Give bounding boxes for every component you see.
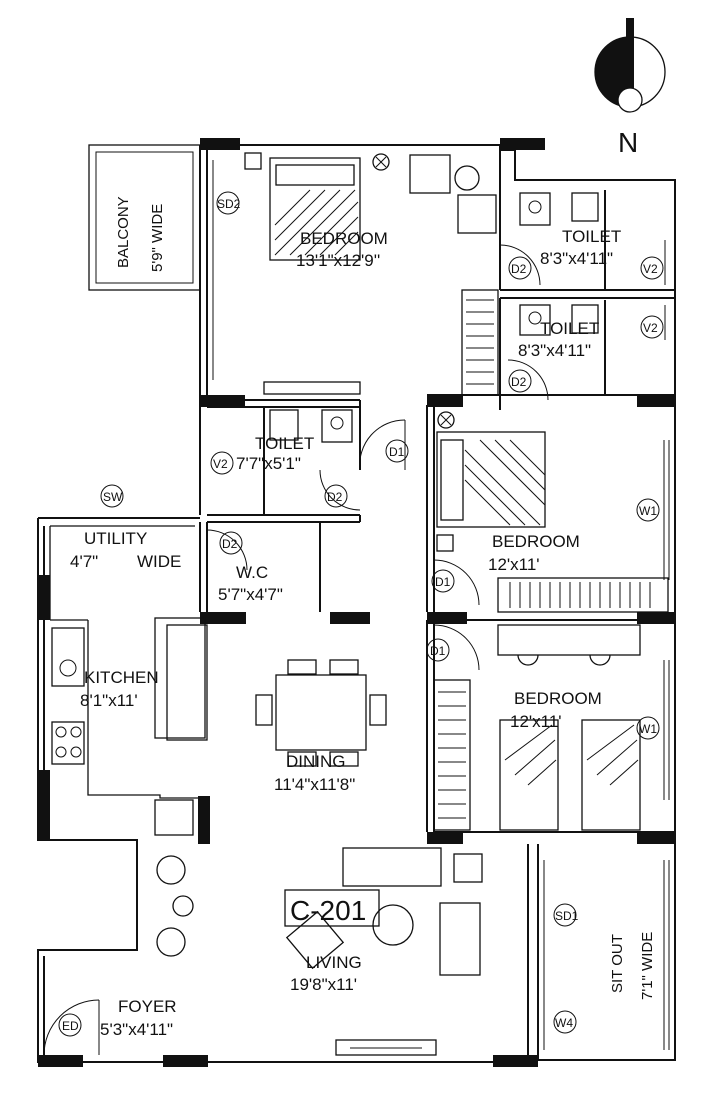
wc-label: W.C bbox=[236, 563, 268, 582]
tag-d1-c: D1 bbox=[430, 644, 446, 658]
doors bbox=[43, 244, 549, 1056]
outer-walls bbox=[37, 138, 676, 1067]
bedroom2-label: BEDROOM bbox=[492, 532, 580, 551]
bedroom3-label: BEDROOM bbox=[514, 689, 602, 708]
living-size: 19'8"x11' bbox=[290, 975, 357, 994]
balcony-label: BALCONY bbox=[115, 196, 132, 268]
balcony-size: 5'9" WIDE bbox=[149, 204, 166, 272]
tag-d1-a: D1 bbox=[389, 445, 405, 459]
toilet2-label: TOILET bbox=[540, 319, 599, 338]
toilet1-size: 8'3"x4'11" bbox=[540, 249, 613, 268]
utility-label: UTILITY bbox=[84, 529, 147, 548]
living-label: LIVING bbox=[306, 953, 362, 972]
tag-sw: SW bbox=[103, 490, 123, 504]
foyer-label: FOYER bbox=[118, 997, 177, 1016]
toilet2-size: 8'3"x4'11" bbox=[518, 341, 591, 360]
tag-d2-b: D2 bbox=[511, 375, 527, 389]
kitchen-label: KITCHEN bbox=[84, 668, 159, 687]
tag-d2-a: D2 bbox=[511, 262, 527, 276]
bedroom2-size: 12'x11' bbox=[488, 555, 540, 574]
tag-d2-c: D2 bbox=[327, 490, 343, 504]
tag-w4: W4 bbox=[555, 1016, 573, 1030]
tag-sd1: SD1 bbox=[555, 909, 579, 923]
tag-ed: ED bbox=[62, 1019, 79, 1033]
room-labels: BALCONY 5'9" WIDE BEDROOM 13'1"x12'9'' T… bbox=[70, 196, 656, 1039]
toilet3-size: 7'7"x5'1" bbox=[236, 454, 301, 473]
bedroom3-size: 12'x11' bbox=[510, 712, 562, 731]
tag-v2-a: V2 bbox=[643, 262, 658, 276]
tag-w1-b: W1 bbox=[639, 722, 657, 736]
toilet3-label: TOILET bbox=[255, 434, 314, 453]
bedroom1-label: BEDROOM bbox=[300, 229, 388, 248]
north-label: N bbox=[618, 127, 638, 158]
furniture bbox=[51, 152, 669, 976]
sitout-label: SIT OUT bbox=[609, 934, 626, 993]
tag-d2-d: D2 bbox=[222, 537, 238, 551]
windows bbox=[206, 160, 670, 1056]
tag-v2-c: V2 bbox=[213, 457, 228, 471]
tag-v2-b: V2 bbox=[643, 321, 658, 335]
bedroom1-size: 13'1"x12'9'' bbox=[296, 251, 380, 270]
utility-extra: WIDE bbox=[137, 552, 181, 571]
dining-size: 11'4"x11'8" bbox=[274, 775, 355, 794]
foyer-size: 5'3"x4'11" bbox=[100, 1020, 173, 1039]
sitout-size: 7'1" WIDE bbox=[639, 932, 656, 1000]
dining-label: DINING bbox=[286, 752, 346, 771]
kitchen-size: 8'1"x11' bbox=[80, 691, 138, 710]
tag-d1-b: D1 bbox=[435, 575, 451, 589]
tags: SD2 D2 V2 V2 D2 D1 V2 D2 SW W1 D2 D1 D1 … bbox=[58, 191, 664, 1037]
north-arrow: N bbox=[594, 18, 666, 158]
plan-code: C-201 bbox=[290, 895, 366, 926]
utility-size: 4'7" bbox=[70, 552, 98, 571]
tag-sd2: SD2 bbox=[217, 197, 241, 211]
toilet1-label: TOILET bbox=[562, 227, 621, 246]
tag-w1-a: W1 bbox=[639, 504, 657, 518]
wc-size: 5'7"x4'7" bbox=[218, 585, 283, 604]
